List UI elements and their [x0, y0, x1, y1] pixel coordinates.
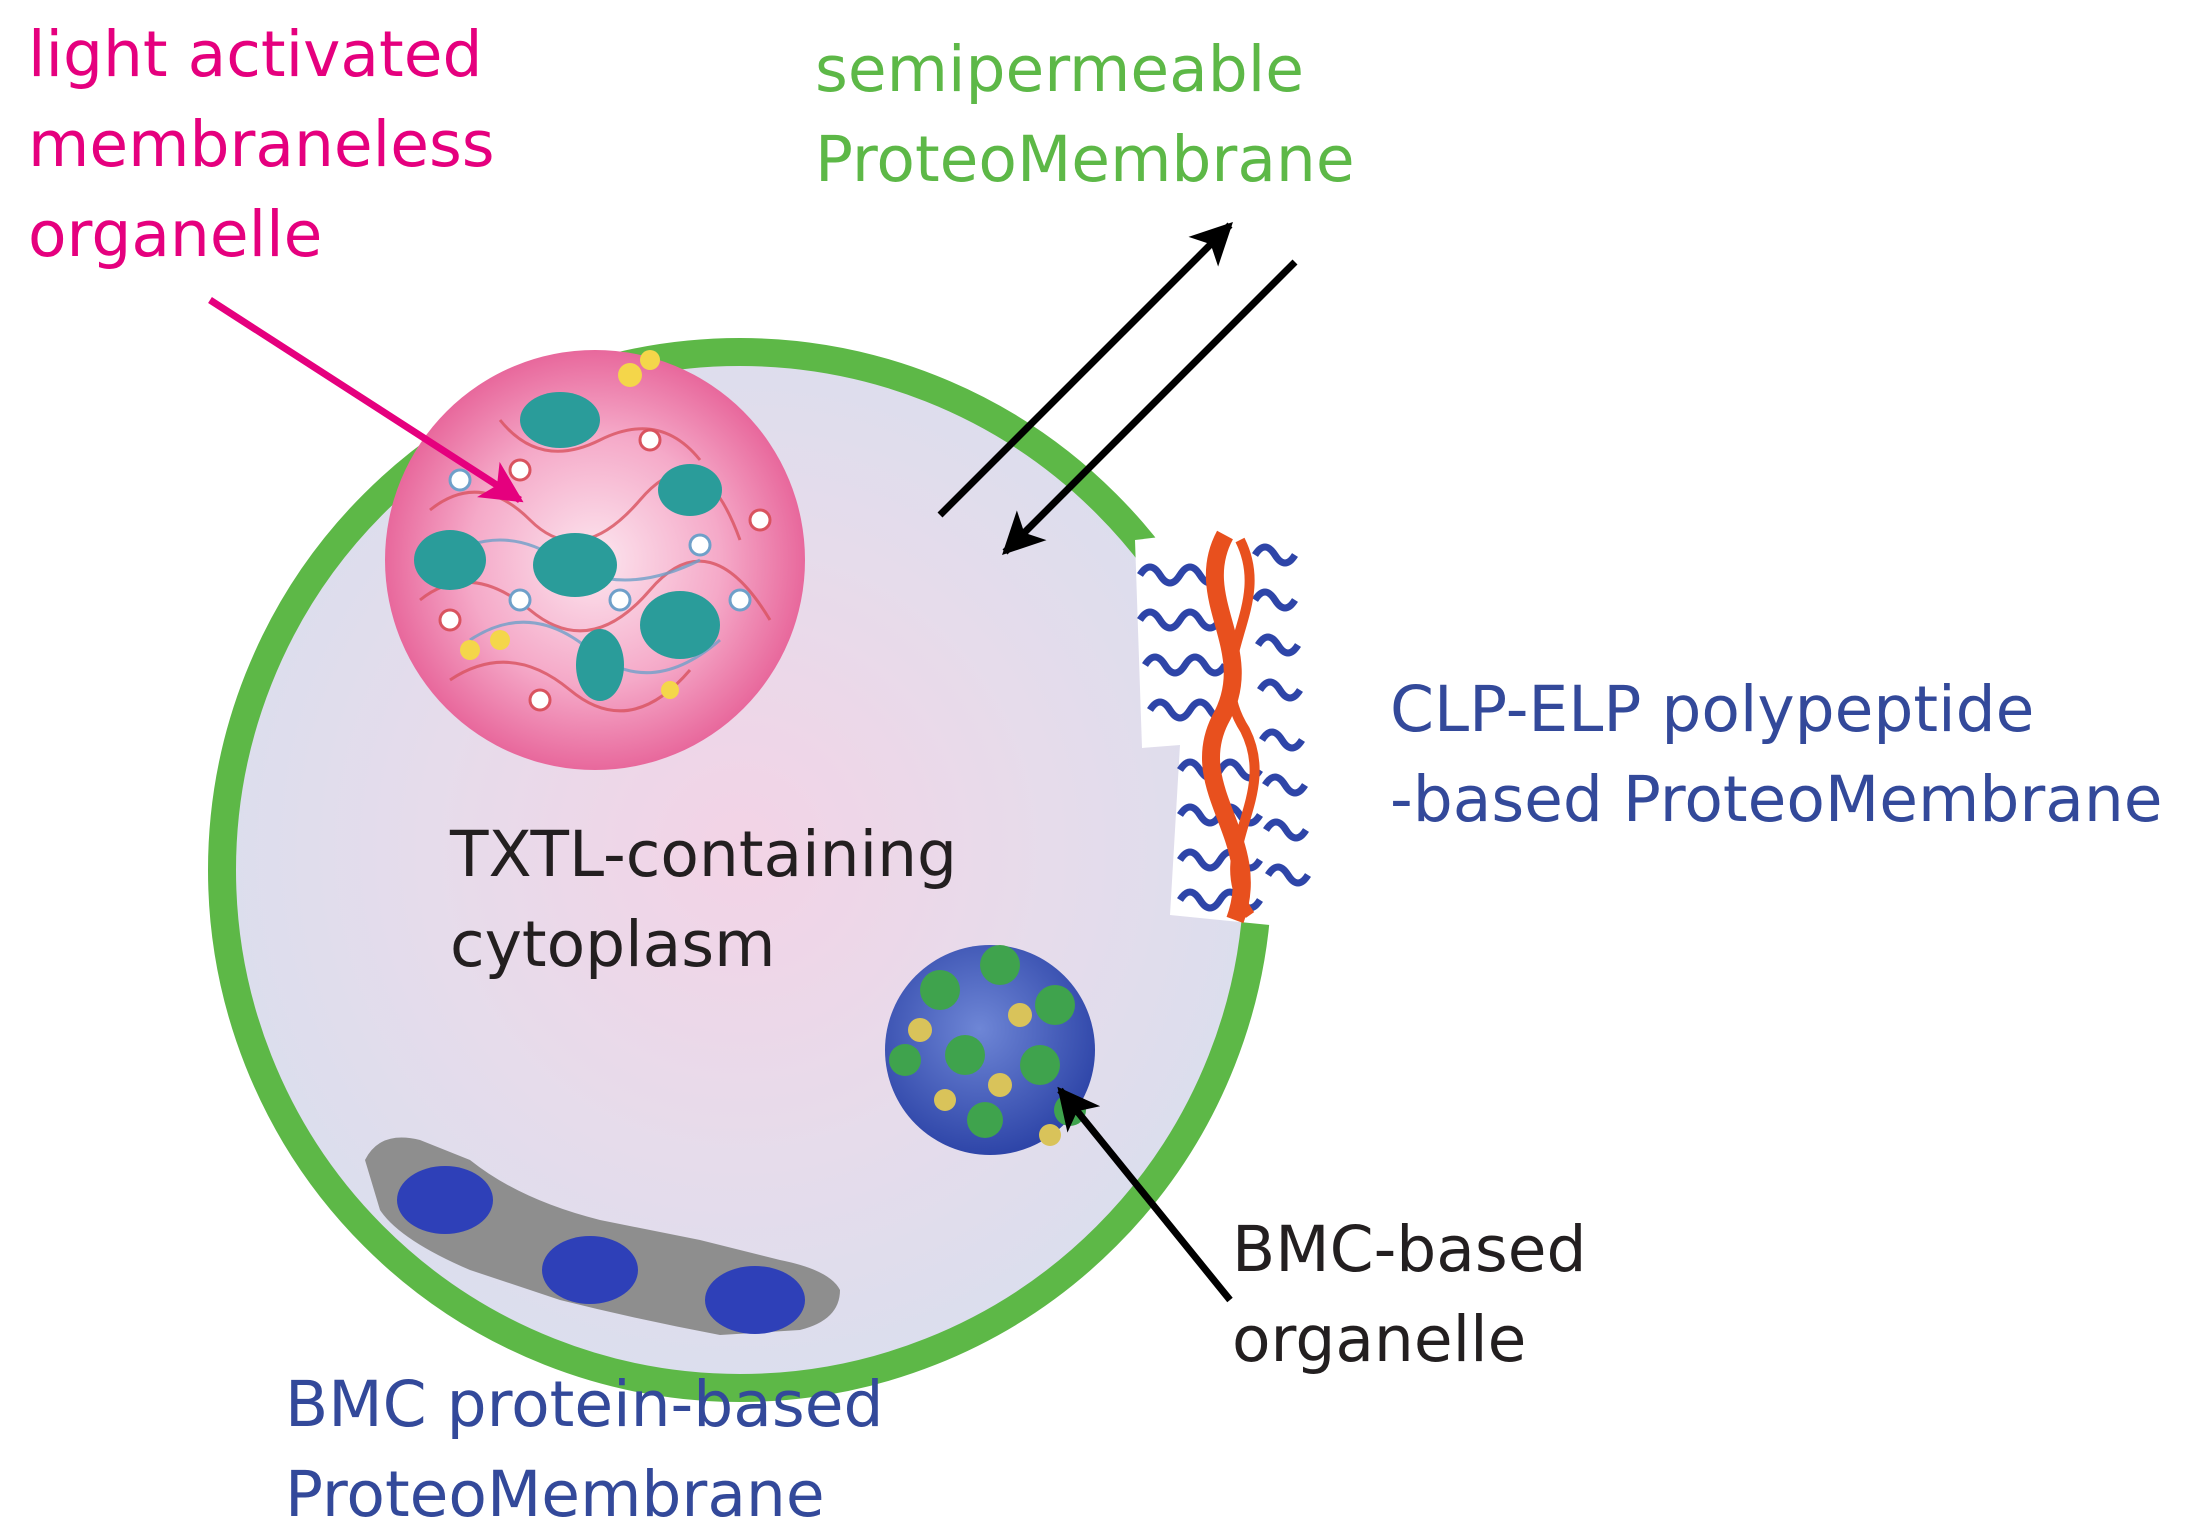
label-line: membraneless	[28, 108, 495, 181]
label-line: light activated	[28, 18, 483, 91]
label-line: cytoplasm	[450, 908, 776, 981]
label-clp-elp-membrane: CLP-ELP polypeptide -based ProteoMembran…	[1390, 665, 2163, 845]
label-line: CLP-ELP polypeptide	[1390, 673, 2035, 746]
label-line: BMC protein-based	[285, 1368, 884, 1441]
label-line: BMC-based	[1232, 1213, 1587, 1286]
membraneless-droplet-icon	[385, 350, 805, 770]
bmc-pointer-arrow-icon	[1057, 1086, 1233, 1303]
label-cytoplasm: TXTL-containing cytoplasm	[450, 810, 957, 990]
label-line: TXTL-containing	[450, 818, 958, 891]
label-semipermeable-membrane: semipermeable ProteoMembrane	[815, 25, 1355, 205]
label-line: ProteoMembrane	[815, 123, 1355, 196]
label-line: -based ProteoMembrane	[1390, 763, 2163, 836]
bmc-sheet-icon	[365, 1137, 840, 1335]
label-line: semipermeable	[815, 33, 1304, 106]
label-light-activated-organelle: light activated membraneless organelle	[28, 10, 495, 280]
outward-arrow-icon	[937, 222, 1233, 518]
label-bmc-protein-membrane: BMC protein-based ProteoMembrane	[285, 1360, 883, 1540]
inward-arrow-icon	[1002, 259, 1298, 555]
clp-elp-patch-icon	[1135, 520, 1320, 930]
label-line: organelle	[1232, 1303, 1527, 1376]
label-bmc-organelle: BMC-based organelle	[1232, 1205, 1586, 1385]
label-line: ProteoMembrane	[285, 1458, 825, 1531]
label-line: organelle	[28, 198, 323, 271]
bmc-shell-icon	[885, 945, 1095, 1155]
droplet-pointer-arrow-icon	[208, 297, 524, 503]
